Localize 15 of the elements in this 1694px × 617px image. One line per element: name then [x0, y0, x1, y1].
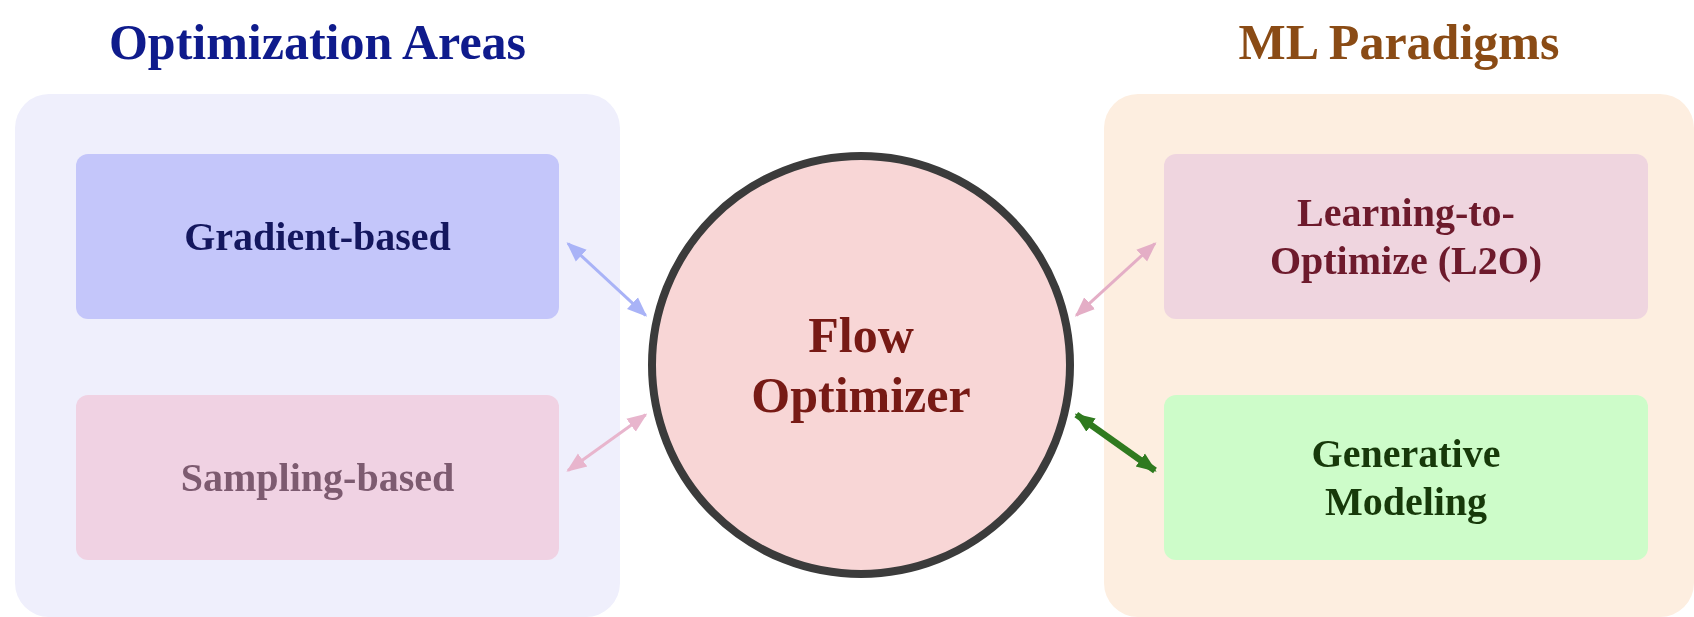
process-box [76, 395, 559, 560]
double-arrow [566, 413, 648, 472]
node-label: Learning-to- Optimize (L2O) [1268, 188, 1544, 285]
process-box [1164, 154, 1648, 319]
group-heading: Optimization Areas [107, 13, 528, 72]
process-box [1164, 395, 1648, 560]
double-arrow [1074, 242, 1157, 317]
process-box [76, 154, 559, 319]
node-label: Flow Optimizer [750, 306, 972, 425]
double-arrow [566, 242, 648, 317]
node-label: Gradient-based [184, 212, 451, 261]
node-label: Generative Modeling [1310, 429, 1502, 526]
group-heading: ML Paradigms [1237, 13, 1561, 72]
node-label: Sampling-based [180, 453, 455, 502]
double-arrow [1074, 412, 1157, 474]
